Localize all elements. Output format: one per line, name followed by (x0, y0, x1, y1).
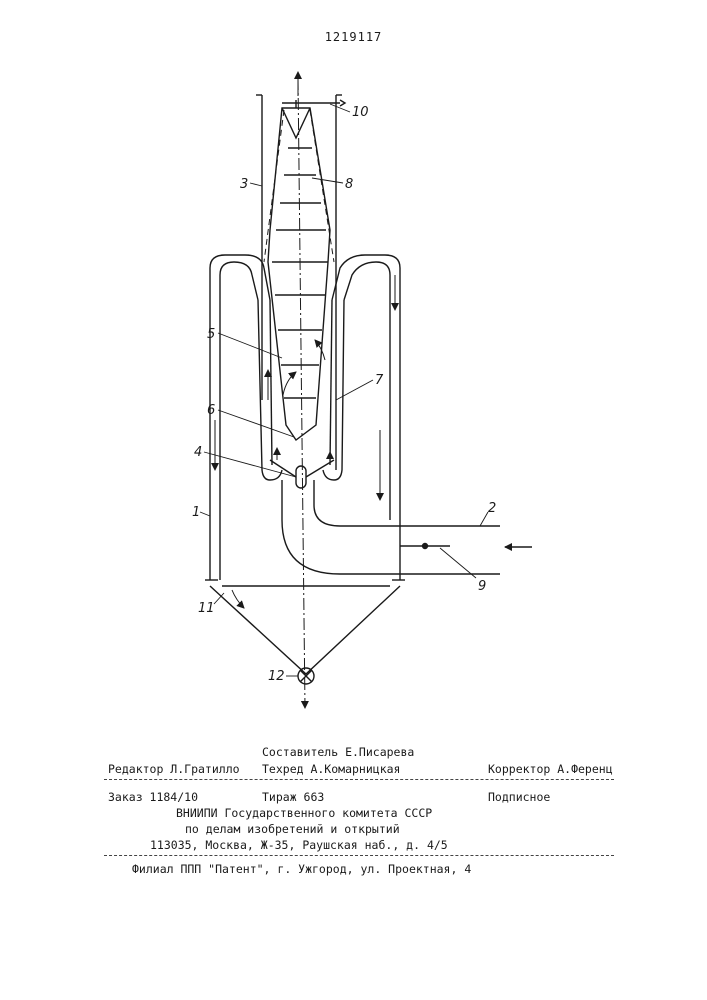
org-line-2: по делам изобретений и открытий (185, 822, 400, 836)
label-4: 4 (194, 445, 202, 460)
cone-cap (282, 108, 310, 138)
nozzle-4 (296, 466, 306, 488)
circulation: Тираж 663 (262, 790, 324, 804)
label-8: 8 (345, 177, 353, 192)
subscription: Подписное (488, 790, 550, 804)
label-3: 3 (240, 177, 248, 192)
divider-top (104, 779, 614, 780)
branch-address: Филиал ППП "Патент", г. Ужгород, ул. Про… (132, 862, 471, 876)
label-9: 9 (478, 579, 486, 594)
label-10: 10 (352, 105, 369, 120)
technical-drawing: 10 8 3 5 7 6 4 1 2 9 11 12 (0, 0, 707, 720)
org-line-1: ВНИИПИ Государственного комитета СССР (176, 806, 432, 820)
label-12: 12 (268, 669, 285, 684)
label-2: 2 (488, 501, 496, 516)
order-number: Заказ 1184/10 (108, 790, 198, 804)
label-6: 6 (207, 403, 215, 418)
hopper-11 (210, 586, 400, 674)
corrector-credit: Корректор А.Ференц (488, 762, 613, 776)
label-1: 1 (192, 505, 200, 520)
cone-5 (268, 108, 330, 440)
compiler-credit: Составитель Е.Писарева (262, 745, 414, 759)
techred-credit: Техред А.Комарницкая (262, 762, 400, 776)
label-7: 7 (375, 373, 384, 388)
center-axis (298, 78, 305, 708)
editor-credit: Редактор Л.Гратилло (108, 762, 240, 776)
org-address: 113035, Москва, Ж-35, Раушская наб., д. … (150, 838, 448, 852)
label-11: 11 (198, 601, 215, 616)
inner-wall-right (323, 300, 344, 480)
inlet-pipe-inner (314, 480, 500, 526)
divider-bottom (104, 855, 614, 856)
label-5: 5 (207, 327, 215, 342)
